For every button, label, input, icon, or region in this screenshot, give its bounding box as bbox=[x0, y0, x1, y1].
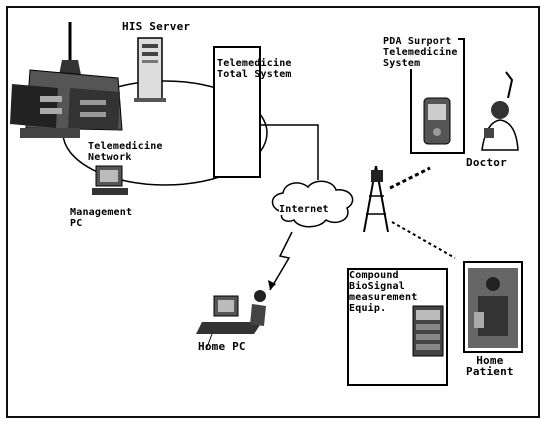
his-server-label: HIS Server bbox=[122, 21, 190, 32]
antenna-tower-icon bbox=[364, 166, 388, 232]
hospital-building-icon bbox=[10, 22, 122, 138]
lightning-bolt bbox=[270, 232, 292, 290]
doctor-label: Doctor bbox=[466, 157, 507, 168]
home-patient-label: Home Patient bbox=[466, 355, 514, 377]
signal-to-patient bbox=[392, 222, 455, 258]
home-pc-label: Home PC bbox=[198, 341, 246, 352]
compound-equip-label: Compound BioSignal measurement Equip. bbox=[349, 270, 417, 314]
doctor-icon bbox=[482, 72, 518, 150]
home-patient-photo bbox=[464, 262, 522, 352]
pda-system-label: PDA Surport Telemedicine System bbox=[383, 36, 458, 69]
network-label: Telemedicine Network bbox=[88, 141, 163, 163]
management-pc-label: Management PC bbox=[70, 207, 132, 229]
signal-to-doctor bbox=[390, 168, 430, 188]
his-server-icon bbox=[134, 38, 166, 102]
total-system-label: Telemedicine Total System bbox=[217, 58, 292, 80]
internet-label: Internet bbox=[279, 204, 329, 215]
